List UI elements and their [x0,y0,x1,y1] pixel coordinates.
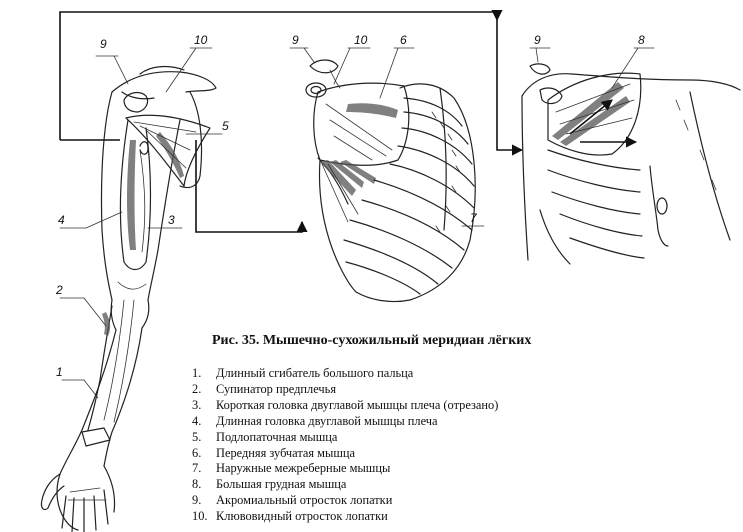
figure-caption: Рис. 35. Мышечно-сухожильный меридиан лё… [212,333,532,348]
callouts: 1 2 3 4 5 9 10 9 10 6 7 9 [55,33,655,399]
legend-item: 5.Подлопаточная мышца [192,429,338,444]
callout-10-rib: 10 [354,33,368,47]
callout-4: 4 [58,213,65,227]
callout-2: 2 [55,283,63,297]
callout-9-arm: 9 [100,37,107,51]
chest-illustration [521,63,741,265]
callout-3: 3 [168,213,175,227]
callout-7: 7 [470,211,478,225]
callout-10-arm: 10 [194,33,208,47]
legend-list: 1.Длинный сгибатель большого пальца 2.Су… [192,366,498,525]
legend-item: 1.Длинный сгибатель большого пальца [192,366,414,380]
legend-item: 8.Большая грудная мышца [192,477,347,492]
legend-item: 3.Короткая головка двуглавой мышцы плеча… [192,397,499,412]
legend-item: 10.Клювовидный отросток лопатки [192,509,388,524]
arm-illustration [40,65,217,532]
legend-item: 9.Акромиальный отросток лопатки [192,493,393,508]
callout-1: 1 [56,365,63,379]
callout-6: 6 [400,33,407,47]
callout-8: 8 [638,33,645,47]
callout-9-chest: 9 [534,33,541,47]
legend-item: 7.Наружные межреберные мышцы [192,461,391,476]
meridian-path [59,9,524,233]
legend-item: 2.Супинатор предплечья [192,381,337,396]
callout-9-rib: 9 [292,33,299,47]
ribcage-illustration [305,59,476,303]
legend-item: 4.Длинная головка двуглавой мышцы плеча [192,413,438,428]
legend-item: 6.Передняя зубчатая мышца [192,445,356,460]
callout-5: 5 [222,119,229,133]
